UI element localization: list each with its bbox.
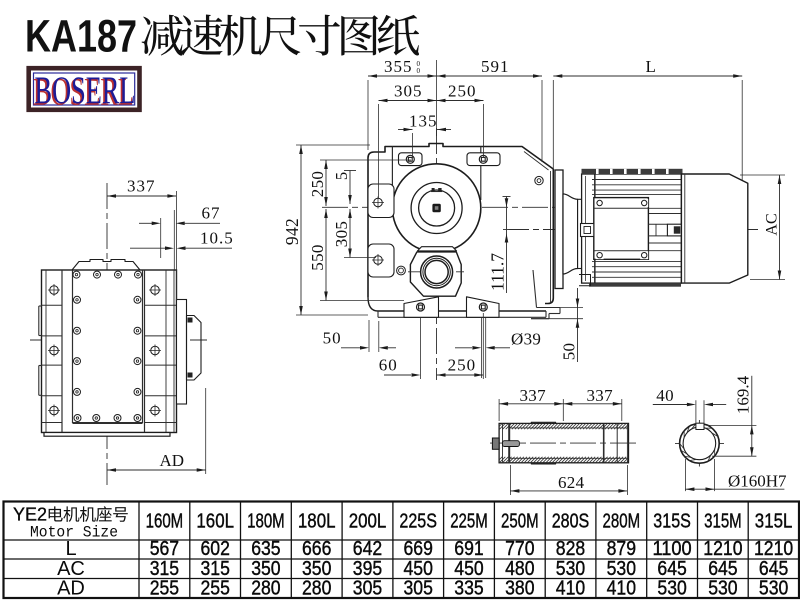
svg-text:280M: 280M — [603, 511, 641, 533]
svg-text:AC: AC — [763, 213, 780, 235]
svg-text:250: 250 — [308, 171, 327, 197]
svg-text:602: 602 — [201, 538, 230, 560]
svg-text:305: 305 — [332, 221, 351, 247]
svg-text:635: 635 — [251, 538, 280, 560]
svg-text:315: 315 — [201, 558, 230, 580]
svg-text:645: 645 — [708, 558, 737, 580]
svg-text:669: 669 — [404, 538, 433, 560]
svg-text:380: 380 — [505, 577, 534, 599]
svg-text:169.4: 169.4 — [734, 375, 753, 414]
svg-text:530: 530 — [556, 558, 585, 580]
svg-text:280: 280 — [302, 577, 331, 599]
svg-text:645: 645 — [759, 558, 788, 580]
svg-text:250: 250 — [448, 356, 477, 375]
svg-text:BOSERL: BOSERL — [33, 70, 134, 113]
svg-text:305: 305 — [394, 82, 423, 101]
svg-text:395: 395 — [353, 558, 382, 580]
svg-text:225S: 225S — [399, 511, 437, 533]
svg-text:450: 450 — [454, 558, 483, 580]
svg-text:1100: 1100 — [653, 538, 692, 560]
svg-text:Ø160H7: Ø160H7 — [728, 471, 787, 490]
svg-text:AD: AD — [160, 451, 185, 470]
svg-text:Ø39: Ø39 — [511, 330, 541, 349]
svg-text:691: 691 — [454, 538, 483, 560]
svg-text:L: L — [65, 538, 76, 560]
svg-text:591: 591 — [481, 57, 510, 76]
svg-text:642: 642 — [353, 538, 382, 560]
svg-text:410: 410 — [556, 577, 585, 599]
svg-text:0: 0 — [417, 60, 421, 68]
svg-text:530: 530 — [759, 577, 788, 599]
svg-text:337: 337 — [127, 177, 156, 196]
svg-text:5: 5 — [332, 172, 351, 180]
svg-text:1210: 1210 — [754, 538, 793, 560]
svg-text:250: 250 — [448, 82, 477, 101]
svg-text:50: 50 — [559, 343, 578, 361]
svg-text:YE2: YE2 — [13, 505, 47, 525]
svg-text:480: 480 — [505, 558, 534, 580]
svg-text:50: 50 — [323, 329, 342, 348]
svg-text:280: 280 — [251, 577, 280, 599]
svg-text:530: 530 — [708, 577, 737, 599]
svg-text:305: 305 — [353, 577, 382, 599]
svg-text:828: 828 — [556, 538, 585, 560]
svg-text:315: 315 — [150, 558, 179, 580]
svg-text:315M: 315M — [704, 511, 742, 533]
svg-text:550: 550 — [308, 244, 327, 270]
svg-text:666: 666 — [302, 538, 331, 560]
svg-text:315S: 315S — [653, 511, 691, 533]
svg-text:335: 335 — [454, 577, 483, 599]
svg-text:879: 879 — [607, 538, 636, 560]
svg-text:315L: 315L — [755, 511, 793, 533]
svg-text:567: 567 — [150, 538, 179, 560]
svg-text:355: 355 — [384, 57, 413, 76]
svg-text:1210: 1210 — [703, 538, 742, 560]
svg-text:AD: AD — [57, 577, 85, 599]
svg-text:60: 60 — [379, 356, 398, 375]
svg-text:530: 530 — [657, 577, 686, 599]
svg-text:135: 135 — [409, 112, 438, 131]
svg-text:350: 350 — [251, 558, 280, 580]
svg-text:624: 624 — [558, 473, 585, 492]
svg-text:180L: 180L — [298, 511, 336, 533]
svg-text:Motor Size: Motor Size — [30, 524, 118, 542]
svg-text:645: 645 — [657, 558, 686, 580]
svg-text:280S: 280S — [552, 511, 590, 533]
svg-text:10.5: 10.5 — [200, 229, 234, 248]
svg-text:255: 255 — [150, 577, 179, 599]
svg-text:337: 337 — [587, 386, 614, 405]
svg-text:305: 305 — [404, 577, 433, 599]
svg-text:180M: 180M — [247, 511, 285, 533]
svg-text:0: 0 — [417, 67, 421, 75]
svg-text:770: 770 — [505, 538, 534, 560]
svg-text:255: 255 — [201, 577, 230, 599]
svg-text:111.7: 111.7 — [487, 253, 507, 291]
svg-text:450: 450 — [404, 558, 433, 580]
svg-text:BOSERL: BOSERL — [35, 69, 136, 112]
svg-text:L: L — [646, 57, 656, 76]
svg-text:410: 410 — [607, 577, 636, 599]
svg-text:40: 40 — [656, 386, 674, 405]
svg-text:530: 530 — [607, 558, 636, 580]
svg-text:AC: AC — [57, 558, 85, 580]
svg-text:KA187: KA187 — [25, 11, 137, 62]
svg-text:160M: 160M — [146, 511, 184, 533]
svg-text:67: 67 — [202, 204, 221, 223]
svg-text:160L: 160L — [196, 511, 234, 533]
svg-text:250M: 250M — [501, 511, 539, 533]
svg-text:350: 350 — [302, 558, 331, 580]
svg-text:942: 942 — [282, 218, 302, 245]
svg-text:200L: 200L — [349, 511, 387, 533]
svg-text:337: 337 — [520, 386, 547, 405]
svg-text:225M: 225M — [450, 511, 488, 533]
